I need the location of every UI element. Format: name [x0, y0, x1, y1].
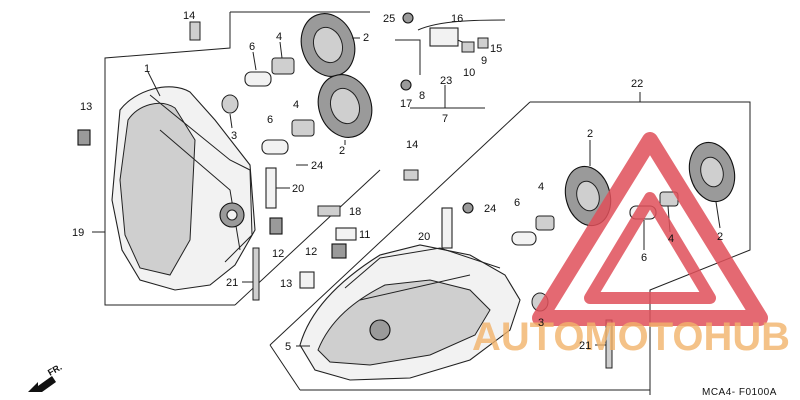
callout-5: 5: [285, 341, 291, 353]
callout-6: 6: [249, 41, 255, 53]
callout-24: 24: [311, 160, 323, 172]
callout-4: 4: [276, 31, 282, 43]
callout-18: 18: [349, 206, 361, 218]
leader-4a: [279, 41, 283, 59]
callout-21: 21: [579, 340, 591, 352]
connector-10: [461, 41, 475, 53]
bracket-20b: [441, 207, 453, 249]
callout-2: 2: [363, 32, 369, 44]
headlight-lens-left: [119, 102, 196, 276]
callout-7: 7: [442, 113, 448, 125]
bracket-20a: [265, 167, 277, 209]
callout-14: 14: [183, 10, 195, 22]
frame-right-top-edge: [269, 101, 531, 346]
callout-9: 9: [481, 55, 487, 67]
callout-17: 17: [400, 98, 412, 110]
clip-13a: [77, 129, 91, 146]
nut-17: [400, 79, 412, 91]
callout-14: 14: [406, 139, 418, 151]
bulb-lower: [261, 139, 289, 155]
headlight-projector-right: [369, 319, 391, 341]
callout-3: 3: [538, 317, 544, 329]
callouts: 14 6 4 2 1 3 6 4 2 24 20 13 19 21 25 16 …: [72, 10, 723, 353]
direction-label: FR.: [46, 362, 64, 378]
relay-16: [429, 27, 459, 47]
callout-4: 4: [538, 181, 544, 193]
callout-22: 22: [631, 78, 643, 90]
callout-20: 20: [292, 183, 304, 195]
leader-6a: [252, 51, 257, 71]
watermark-logo: [532, 132, 768, 326]
nut-25: [402, 12, 414, 24]
callout-12: 12: [305, 246, 317, 258]
callout-24: 24: [484, 203, 496, 215]
bulb-socket-right-1: [535, 215, 555, 231]
callout-16: 16: [451, 13, 463, 25]
watermark-text: AUTOMOTOHUB: [472, 315, 790, 359]
callout-3: 3: [231, 130, 237, 142]
callout-6: 6: [267, 114, 273, 126]
leader-3a: [229, 113, 233, 129]
arrow-icon: [28, 376, 56, 392]
dust-cover-right-1-inner: [576, 180, 600, 212]
callout-12: 12: [272, 248, 284, 260]
headlight-lens-right: [317, 279, 491, 366]
headlight-frame-right: [344, 247, 501, 301]
frame-left: [104, 12, 235, 306]
clip-11: [335, 227, 357, 241]
callout-2: 2: [587, 128, 593, 140]
connector-9: [477, 37, 489, 49]
callout-6: 6: [641, 252, 647, 264]
dust-cover-lower-inner: [329, 87, 361, 125]
front-direction-arrow: FR.: [28, 362, 64, 392]
callout-20: 20: [418, 231, 430, 243]
bolt-21a: [252, 247, 260, 301]
callout-2: 2: [717, 231, 723, 243]
callout-11: 11: [359, 229, 370, 241]
watermark-triangle-outer: [532, 132, 768, 326]
callout-8: 8: [419, 90, 425, 102]
clip-12b: [331, 243, 347, 259]
frame-right-bottom: [269, 344, 301, 391]
watermark-triangle-inner: [584, 192, 716, 304]
bulb-socket-upper: [271, 57, 295, 75]
callout-25: 25: [383, 13, 395, 25]
bolt-14b: [403, 169, 419, 181]
callout-15: 15: [490, 43, 502, 55]
callout-6: 6: [514, 197, 520, 209]
callout-13: 13: [280, 278, 292, 290]
callout-1: 1: [144, 63, 150, 75]
callout-4: 4: [668, 233, 674, 245]
callout-13: 13: [80, 101, 92, 113]
callout-21: 21: [226, 277, 238, 289]
diagram-code: MCA4- F0100A: [702, 387, 777, 398]
bulb-upper: [244, 71, 272, 87]
headlight-adjuster-inner-left: [226, 209, 238, 221]
bulb-socket-lower: [291, 119, 315, 137]
callout-10: 10: [463, 67, 475, 79]
headlight-frame-left: [149, 94, 253, 263]
callout-4: 4: [293, 99, 299, 111]
grommet-3a: [221, 94, 239, 114]
callout-19: 19: [72, 227, 84, 239]
callout-2: 2: [339, 145, 345, 157]
leader-2d: [715, 201, 721, 229]
clip-13b: [299, 271, 315, 289]
bulb-right-1: [511, 231, 537, 246]
bolt-14a: [189, 21, 201, 41]
bracket-18: [317, 205, 341, 217]
dust-cover-upper-inner: [312, 26, 344, 64]
callout-23: 23: [440, 75, 452, 87]
nut-24b: [462, 202, 474, 214]
leader-1: [147, 71, 161, 97]
dust-cover-right-2-inner: [700, 156, 724, 188]
clip-12a: [269, 217, 283, 235]
